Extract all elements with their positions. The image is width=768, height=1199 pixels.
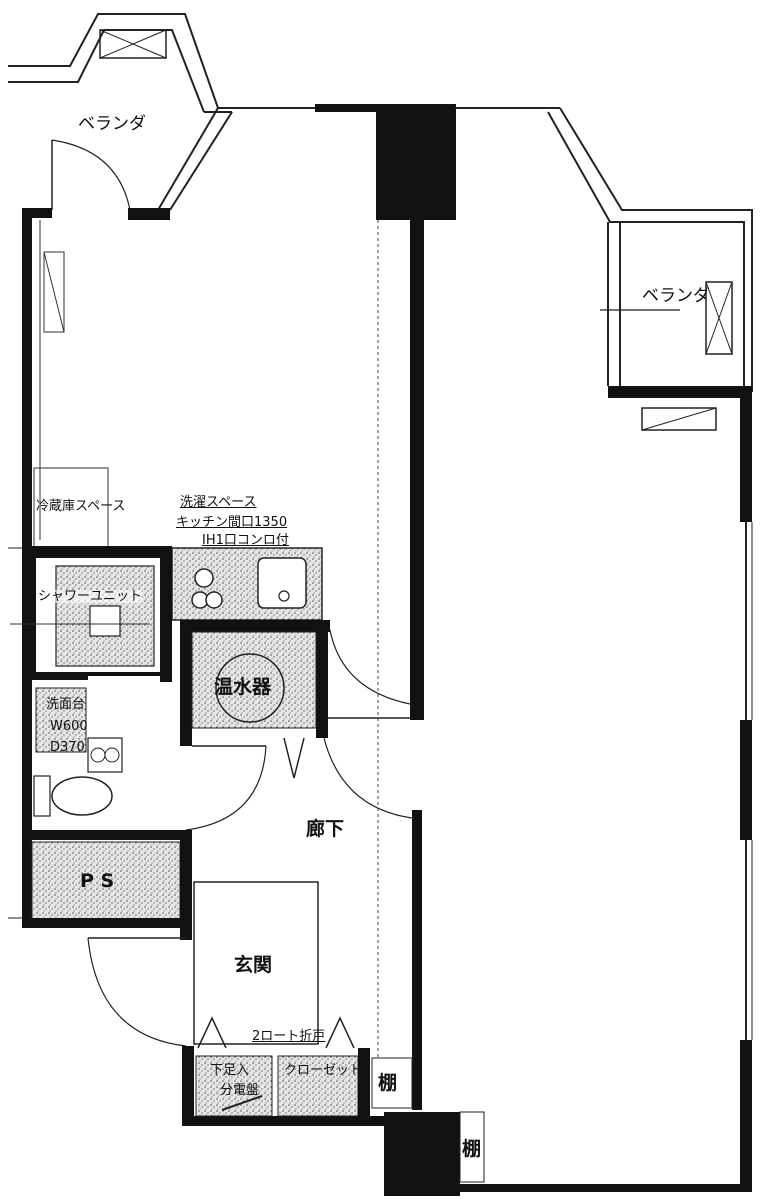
label-basin-d: D370 bbox=[50, 740, 85, 755]
label-veranda-top: ベランダ bbox=[78, 114, 146, 134]
label-folding-door: 2ロート折戸 bbox=[252, 1029, 326, 1044]
label-shoe-box: 下足入 bbox=[210, 1063, 250, 1078]
folding-door-right bbox=[325, 1016, 355, 1049]
sink-drain bbox=[278, 590, 290, 602]
shelf-1-box bbox=[371, 1057, 413, 1109]
veranda-top-outline bbox=[8, 13, 315, 211]
vent-box-right-lower-diag bbox=[641, 407, 717, 431]
corridor-door-arc bbox=[323, 737, 413, 819]
vent-box-top-x2 bbox=[99, 29, 167, 59]
label-corridor: 廊下 bbox=[306, 818, 345, 840]
basin-bowl-2 bbox=[104, 747, 120, 763]
wall-right-veranda-sill bbox=[608, 386, 752, 398]
vent-box-right-x2 bbox=[705, 281, 733, 355]
label-kitchen-width: キッチン間口1350 bbox=[176, 515, 288, 530]
kitchen-sink bbox=[257, 557, 307, 609]
vent-box-top bbox=[99, 29, 167, 59]
wall-right-outer-b bbox=[740, 720, 752, 840]
water-heater-tank bbox=[215, 653, 285, 723]
vent-box-right-lower bbox=[641, 407, 717, 431]
toilet-tank bbox=[33, 775, 51, 817]
label-ps: P S bbox=[80, 870, 115, 892]
entrance-door-arc bbox=[87, 937, 187, 1047]
water-heater-wall-left bbox=[180, 620, 192, 746]
veranda-right-outline bbox=[547, 107, 753, 392]
washroom-door-arc bbox=[185, 745, 267, 831]
wall-right-outer-a bbox=[740, 392, 752, 522]
shower-drain bbox=[89, 605, 121, 637]
wall-right-outer-c bbox=[740, 1040, 752, 1192]
label-wash-basin: 洗面台 bbox=[46, 697, 86, 712]
label-basin-w: W600 bbox=[50, 719, 88, 734]
window-left-diag bbox=[43, 251, 65, 333]
label-entrance: 玄関 bbox=[234, 954, 273, 976]
ps-wall-bottom bbox=[22, 918, 192, 928]
stove-burner-1 bbox=[194, 568, 214, 588]
washroom-wall-top bbox=[28, 672, 88, 680]
kitchen-door-arc bbox=[329, 629, 411, 705]
label-water-heater: 温水器 bbox=[214, 676, 272, 698]
label-breaker: 分電盤 bbox=[220, 1083, 260, 1098]
pillar-top bbox=[376, 104, 456, 220]
wall-center-top bbox=[315, 104, 455, 112]
water-heater-box bbox=[191, 631, 317, 729]
ps-wall-right bbox=[180, 830, 192, 940]
wall-center-partition bbox=[410, 220, 424, 720]
label-closet: クローゼット bbox=[284, 1063, 363, 1078]
entrance-wall-bottom bbox=[182, 1116, 384, 1126]
label-shelf-1: 棚 bbox=[378, 1072, 398, 1094]
breaker-diag bbox=[221, 1095, 263, 1111]
shower-unit-right-wall bbox=[160, 546, 172, 682]
vent-box-right bbox=[705, 281, 733, 355]
water-heater-wall bbox=[180, 620, 330, 632]
shelf-2-box bbox=[459, 1111, 485, 1183]
window-left bbox=[43, 251, 65, 333]
corridor-notch bbox=[283, 737, 305, 779]
label-washer-space: 洗濯スペース bbox=[180, 495, 257, 510]
wall-left-outer bbox=[22, 208, 32, 928]
closet-box bbox=[277, 1055, 359, 1117]
closet-wall-right bbox=[358, 1048, 370, 1120]
wash-basin bbox=[35, 687, 87, 753]
label-shelf-2: 棚 bbox=[462, 1138, 482, 1160]
toilet-bowl bbox=[51, 776, 113, 816]
entrance-wall-left bbox=[182, 1046, 194, 1126]
wall-left-top-stub2 bbox=[128, 208, 170, 220]
entrance-floor bbox=[193, 881, 319, 1045]
label-ih-stove: IH1口コンロ付 bbox=[202, 533, 289, 548]
wall-center-lower bbox=[412, 810, 422, 1110]
washroom-wall-bottom bbox=[22, 830, 192, 840]
label-fridge-space: 冷蔵庫スペース bbox=[36, 499, 126, 514]
water-heater-wall-right bbox=[316, 620, 328, 738]
stove-burner-3 bbox=[205, 591, 223, 609]
wall-left-top-stub bbox=[22, 208, 52, 218]
wall-bottom-right bbox=[458, 1184, 752, 1192]
folding-door-left bbox=[197, 1016, 227, 1049]
shower-unit-wall bbox=[28, 546, 172, 554]
pillar-bottom bbox=[384, 1112, 460, 1196]
label-veranda-right: ベランダ bbox=[642, 286, 710, 306]
label-shower-unit: シャワーユニット bbox=[38, 589, 143, 604]
veranda-door-top-arc bbox=[51, 139, 131, 211]
